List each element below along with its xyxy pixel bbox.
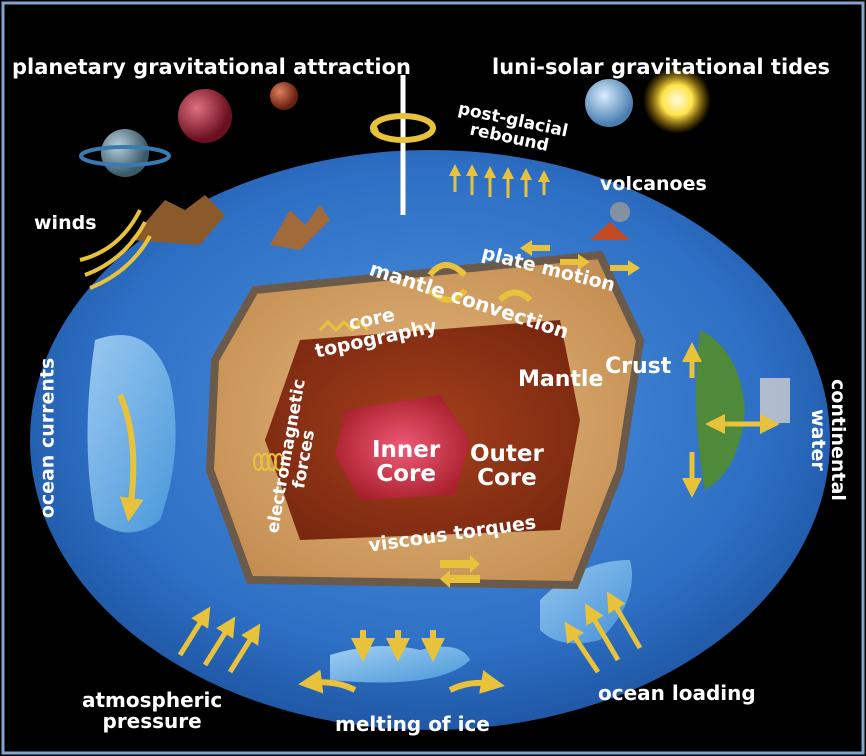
continental-water-arrows-icon (682, 342, 780, 498)
ocean-current-arrow-icon (117, 393, 144, 522)
label-atmospheric-pressure: atmospheric pressure (82, 688, 223, 733)
plate-motion-arrows-icon (520, 240, 640, 276)
label-ocean-currents: ocean currents (36, 357, 59, 519)
mountain-icon-2 (270, 205, 330, 250)
sun-icon (643, 66, 711, 134)
label-volcanoes: volcanoes (600, 173, 707, 195)
ice-load-arrows-icon (351, 630, 445, 662)
ocean-loading-water (540, 560, 632, 644)
label-lunisolar-tides: luni-solar gravitational tides (492, 55, 830, 79)
label-winds: winds (34, 212, 97, 234)
melt-flow-arrows-icon (298, 669, 505, 694)
wind-arrows-icon (79, 209, 152, 290)
saturn-ring-icon (79, 145, 171, 167)
planet-icon (178, 89, 232, 143)
label-mantle: Mantle (518, 367, 604, 392)
saturn-icon (101, 129, 149, 177)
rain-cloud-icon (760, 378, 790, 423)
label-outer-core: Outer Core (470, 441, 544, 492)
viscous-torque-arrows-icon (440, 555, 480, 588)
label-ocean-loading: ocean loading (598, 681, 756, 705)
convection-swirl-icon (427, 262, 533, 303)
rebound-arrows-icon (449, 164, 550, 198)
inner-core-layer (335, 395, 470, 500)
continent-icon (696, 330, 745, 490)
label-planetary-attraction: planetary gravitational attraction (12, 55, 411, 79)
mountain-icon (130, 195, 225, 245)
planet-small-icon (270, 82, 298, 110)
ocean-loading-arrows-icon (564, 591, 643, 674)
coil-icon (253, 453, 284, 471)
topography-wave-icon (318, 319, 370, 333)
label-inner-core: Inner Core (372, 437, 441, 488)
moon-icon (585, 79, 633, 127)
atmospheric-pressure-arrows-icon (177, 606, 261, 674)
label-melting-of-ice: melting of ice (335, 712, 490, 736)
volcano-icon (590, 222, 630, 240)
label-crust: Crust (605, 354, 672, 379)
label-continental-water: continental water (806, 379, 849, 501)
